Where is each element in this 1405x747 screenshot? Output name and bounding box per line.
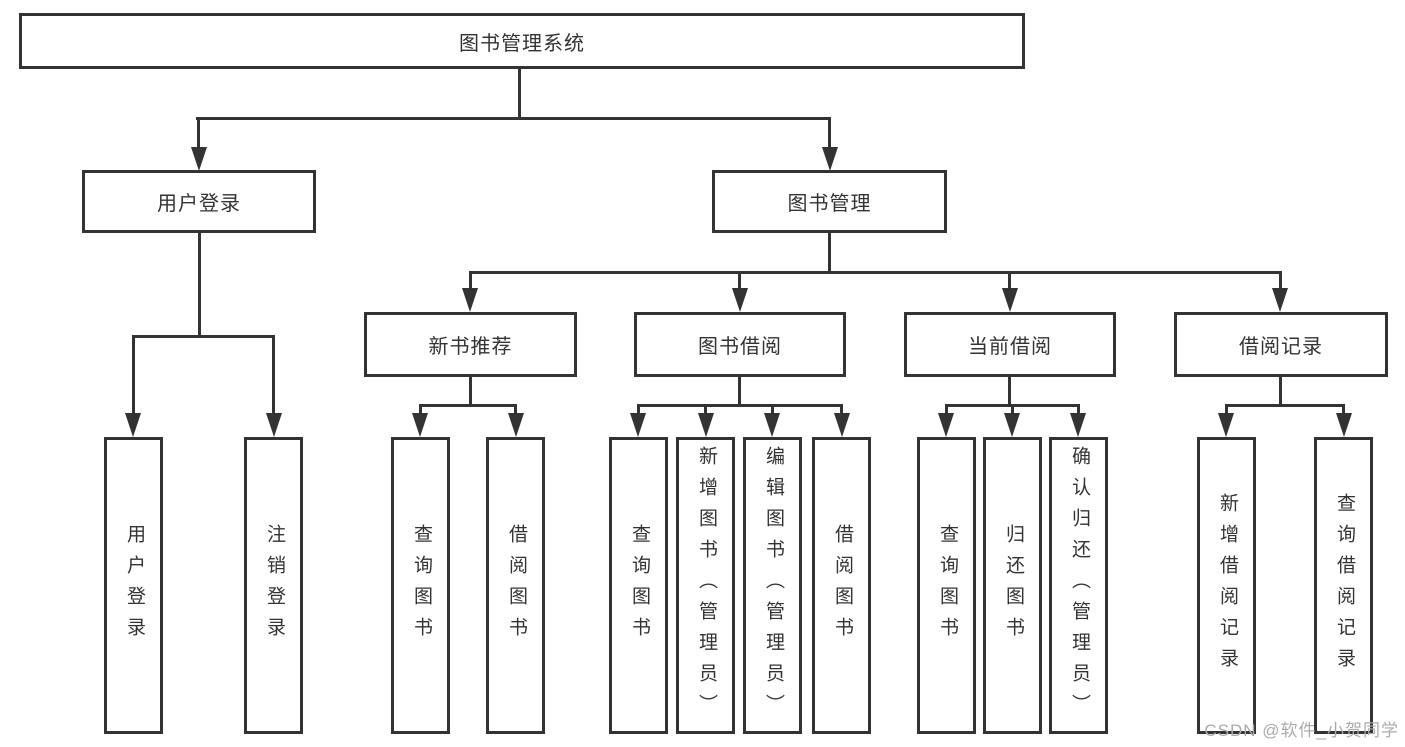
connector-bb-edit-stem	[771, 404, 774, 417]
arrow-to-bb-query	[630, 413, 646, 437]
connector-book-management-stem	[828, 117, 831, 150]
connector-user-login-down	[198, 233, 201, 337]
connector-cb-confirm-stem	[1077, 404, 1080, 417]
leaf-cb-return-books: 归还图书	[983, 437, 1042, 734]
connector-new-rec-stem	[469, 271, 472, 291]
node-current-borrowing-label: 当前借阅	[968, 336, 1052, 358]
connector-root-hbar	[196, 117, 831, 120]
leaf-bb-add-books-admin: 新增图书（管理员）	[676, 437, 735, 734]
connector-borrow-stem	[738, 271, 741, 291]
leaf-logout-label: 注销登录	[263, 523, 285, 648]
node-book-borrowing: 图书借阅	[634, 312, 846, 377]
node-current-borrowing: 当前借阅	[904, 312, 1116, 377]
arrow-to-current	[1002, 288, 1018, 312]
connector-leaf-login-stem	[132, 335, 135, 417]
leaf-bb-edit-books-admin-label: 编辑图书（管理员）	[762, 446, 784, 725]
leaf-bb-query-books: 查询图书	[609, 437, 668, 734]
node-book-borrowing-label: 图书借阅	[698, 336, 782, 358]
arrow-to-borrow	[732, 288, 748, 312]
connector-book-management-hbar	[469, 271, 1282, 274]
csdn-watermark: CSDN @软件_小贺同学	[1204, 721, 1399, 740]
leaf-cb-query-books-label: 查询图书	[936, 523, 958, 648]
leaf-user-login-label: 用户登录	[123, 523, 145, 648]
leaf-logout: 注销登录	[244, 437, 303, 734]
connector-borrow-down	[738, 377, 741, 407]
arrow-to-leaf-login	[125, 413, 141, 437]
connector-records-stem	[1279, 271, 1282, 291]
node-borrowing-records: 借阅记录	[1174, 312, 1388, 377]
leaf-bb-add-books-admin-label: 新增图书（管理员）	[695, 446, 717, 725]
arrow-to-bb-borrow	[834, 413, 850, 437]
leaf-rec-query-books: 查询图书	[391, 437, 450, 734]
arrow-to-new-rec	[462, 288, 478, 312]
leaf-bb-query-books-label: 查询图书	[628, 523, 650, 648]
leaf-br-query-record-label: 查询借阅记录	[1333, 492, 1355, 679]
connector-br-query-stem	[1342, 404, 1345, 417]
arrow-to-user-login	[191, 147, 207, 171]
connector-leaf-logout-stem	[272, 335, 275, 417]
connector-root-stem	[518, 69, 521, 119]
connector-book-management-down	[828, 233, 831, 273]
leaf-user-login: 用户登录	[104, 437, 163, 734]
arrow-to-br-add	[1218, 413, 1234, 437]
node-book-management: 图书管理	[712, 170, 947, 233]
connector-cb-return-stem	[1011, 404, 1014, 417]
arrow-to-book-management	[822, 147, 838, 171]
arrow-to-bb-add	[698, 413, 714, 437]
connector-new-rec-hbar	[419, 404, 517, 407]
node-user-login-label: 用户登录	[157, 193, 241, 215]
arrow-to-records	[1272, 288, 1288, 312]
arrow-to-leaf-logout	[266, 413, 282, 437]
node-book-management-label: 图书管理	[787, 193, 872, 215]
leaf-cb-return-books-label: 归还图书	[1002, 523, 1024, 648]
leaf-rec-borrow-books-label: 借阅图书	[505, 523, 527, 648]
connector-br-add-stem	[1225, 404, 1228, 417]
arrow-to-cb-confirm	[1070, 413, 1086, 437]
leaf-cb-confirm-return-admin: 确认归还（管理员）	[1049, 437, 1108, 734]
node-system: 图书管理系统	[19, 13, 1025, 69]
node-new-book-recommend: 新书推荐	[364, 312, 577, 377]
connector-new-rec-down	[469, 377, 472, 407]
leaf-br-add-record-label: 新增借阅记录	[1216, 492, 1238, 679]
connector-rec-query-stem	[419, 404, 422, 417]
arrow-to-cb-query	[938, 413, 954, 437]
connector-current-stem	[1008, 271, 1011, 291]
node-new-book-recommend-label: 新书推荐	[428, 336, 513, 358]
connector-records-down	[1279, 377, 1282, 407]
arrow-to-rec-borrow	[508, 413, 524, 437]
connector-bb-borrow-stem	[840, 404, 843, 417]
node-system-label: 图书管理系统	[459, 32, 585, 55]
connector-bb-add-stem	[704, 404, 707, 417]
node-borrowing-records-label: 借阅记录	[1239, 336, 1323, 358]
leaf-br-add-record: 新增借阅记录	[1197, 437, 1256, 734]
connector-rec-borrow-stem	[514, 404, 517, 417]
arrow-to-cb-return	[1004, 413, 1020, 437]
connector-cb-query-stem	[945, 404, 948, 417]
leaf-rec-query-books-label: 查询图书	[410, 523, 432, 648]
leaf-cb-confirm-return-admin-label: 确认归还（管理员）	[1068, 446, 1090, 725]
connector-bb-query-stem	[637, 404, 640, 417]
leaf-bb-borrow-books: 借阅图书	[812, 437, 871, 734]
leaf-cb-query-books: 查询图书	[917, 437, 976, 734]
connector-borrow-hbar	[637, 404, 843, 407]
node-user-login: 用户登录	[82, 170, 316, 233]
connector-records-hbar	[1225, 404, 1345, 407]
leaf-bb-edit-books-admin: 编辑图书（管理员）	[743, 437, 802, 734]
connector-user-login-stem	[197, 117, 200, 150]
arrow-to-rec-query	[412, 413, 428, 437]
connector-current-down	[1008, 377, 1011, 407]
arrow-to-bb-edit	[764, 413, 780, 437]
arrow-to-br-query	[1336, 413, 1352, 437]
leaf-br-query-record: 查询借阅记录	[1314, 437, 1373, 734]
connector-user-login-hbar	[132, 335, 275, 338]
leaf-rec-borrow-books: 借阅图书	[486, 437, 545, 734]
leaf-bb-borrow-books-label: 借阅图书	[831, 523, 853, 648]
